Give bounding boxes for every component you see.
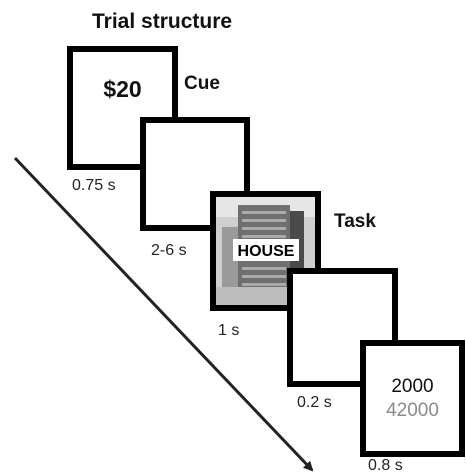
task-duration: 1 s <box>218 322 240 339</box>
fixation2-duration: 0.2 s <box>297 394 332 411</box>
cue-label: Cue <box>184 73 220 94</box>
fixation-screen-2 <box>287 268 398 387</box>
task-word: HOUSE <box>238 243 295 260</box>
feedback-line-1: 2000 <box>391 376 434 397</box>
cue-amount: $20 <box>103 76 142 102</box>
feedback-screen: 2000 42000 <box>360 340 465 457</box>
cue-duration: 0.75 s <box>72 177 116 194</box>
fixation1-duration: 2-6 s <box>151 242 187 259</box>
feedback-duration: 0.8 s <box>368 457 403 474</box>
feedback-line-2: 42000 <box>386 400 439 421</box>
task-screen: HOUSE <box>210 191 321 311</box>
diagram-title: Trial structure <box>92 10 233 33</box>
task-label: Task <box>334 211 376 232</box>
